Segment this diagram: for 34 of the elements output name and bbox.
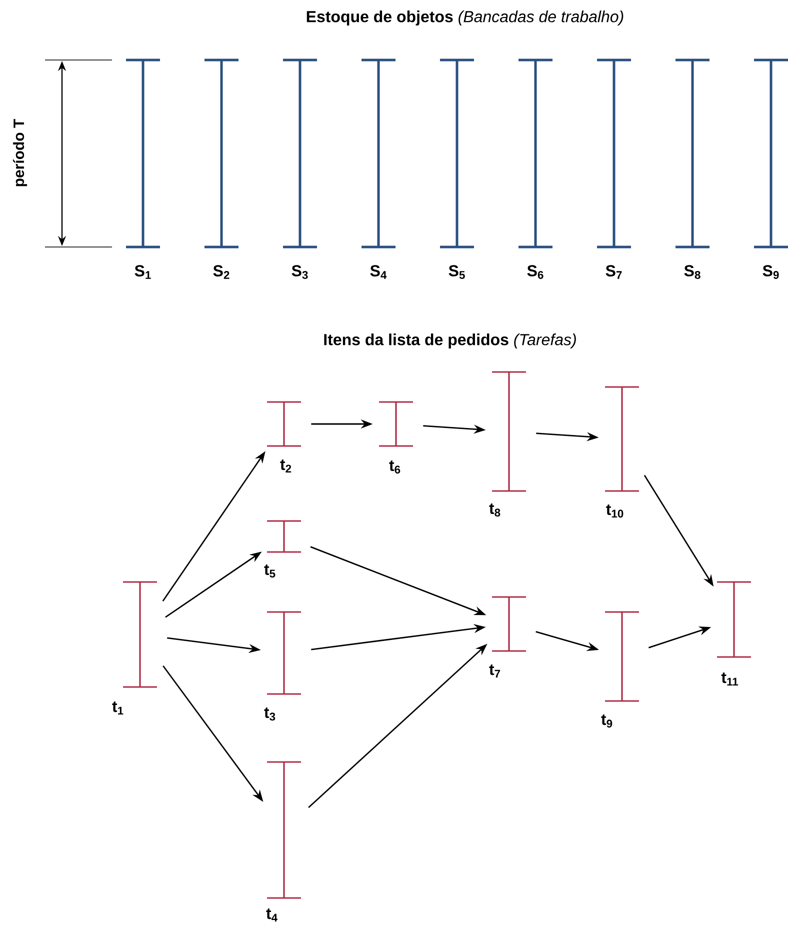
bar-label: S$_{7}$ (606, 265, 622, 279)
task-label: t$_{1}$ (112, 702, 124, 715)
bar-label: S$_{3}$ (292, 265, 308, 279)
task-bar (604, 386, 640, 492)
task-bar (266, 401, 302, 447)
task-bar (716, 581, 752, 658)
bar-label: S$_{1}$ (134, 265, 151, 279)
task-bar (491, 596, 527, 652)
bar-label: S$_{4}$ (370, 265, 387, 279)
heading: Itens da lista de pedidos (Tarefas) (324, 334, 576, 348)
task-bar (266, 611, 302, 695)
task-bar (266, 761, 302, 899)
bar-label: S$_{2}$ (213, 265, 230, 279)
task-bar (122, 581, 158, 688)
bar-label: S$_{5}$ (448, 265, 465, 279)
task-bar (491, 371, 527, 492)
bar-label: S$_{9}$ (762, 265, 779, 279)
bar-label: S$_{8}$ (684, 265, 700, 279)
task-bar (266, 520, 302, 553)
task-label: t$_{9}$ (601, 714, 612, 728)
task-label: t$_{11}$ (721, 672, 738, 686)
task-bar (604, 611, 640, 702)
task-label: t$_{3}$ (264, 707, 276, 721)
task-label: t$_{7}$ (489, 664, 500, 678)
task-label: t$_{5}$ (264, 564, 276, 578)
dimension-label: período T (12, 119, 28, 186)
task-label: t$_{4}$ (266, 908, 278, 922)
task-label: t$_{10}$ (606, 504, 624, 518)
task-label: t$_{2}$ (280, 460, 292, 473)
bar-label: S$_{6}$ (527, 265, 544, 279)
heading: Estoque de objetos (Bancadas de trabalho) (306, 10, 624, 26)
task-label: t$_{8}$ (489, 503, 500, 517)
task-label: t$_{6}$ (389, 460, 400, 474)
task-bar (378, 401, 414, 447)
